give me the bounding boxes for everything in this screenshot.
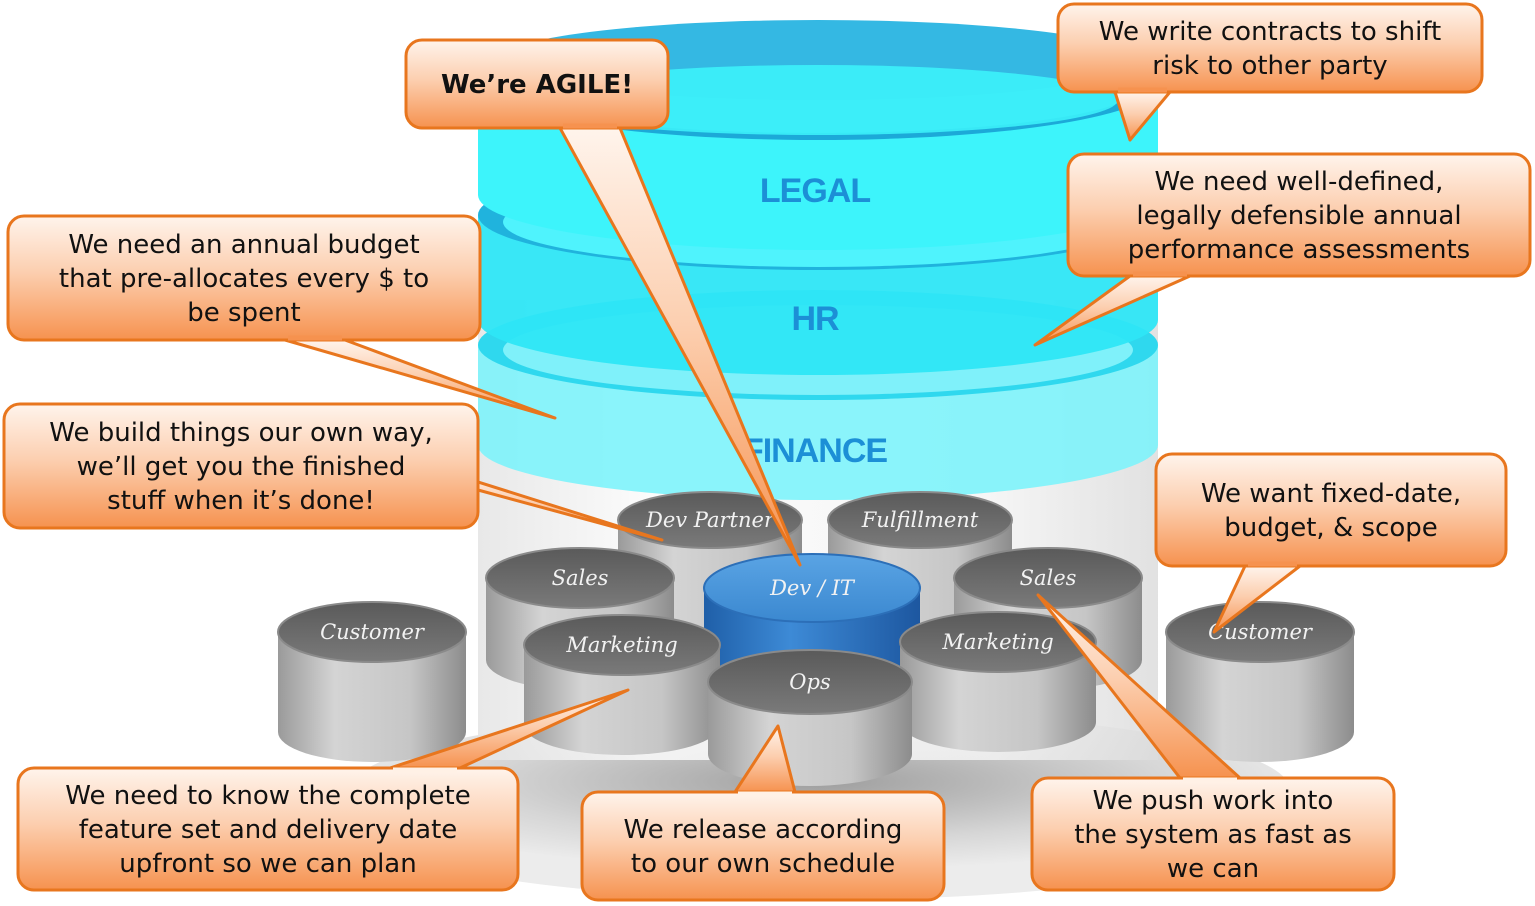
bubble-text-line: we can — [1167, 854, 1259, 884]
bubble-text-line: be spent — [187, 298, 300, 328]
cylinder-label: Dev / IT — [769, 576, 856, 600]
bubble-agile: We’re AGILE! — [404, 38, 802, 567]
bubble-text-line: feature set and delivery date — [79, 815, 458, 845]
bubble-ops: We release according to our own schedule — [580, 724, 946, 902]
cylinder-label: Sales — [1020, 566, 1077, 590]
bubble-text-line: We write contracts to shift — [1099, 17, 1441, 47]
bubble-box — [2, 402, 480, 530]
bubble-text-line: upfront so we can plan — [119, 849, 416, 879]
bubble-text-line: stuff when it’s done! — [107, 486, 375, 516]
bubble-box — [580, 790, 946, 902]
bubble-sales: We push work into the system as fast as we… — [1030, 593, 1396, 892]
cylinder-label: Fulfillment — [861, 508, 979, 532]
bubble-text-line: We need well-defined, — [1155, 167, 1444, 197]
cylinder-customer-left: Customer — [277, 601, 467, 762]
cylinder-ops: Ops — [707, 649, 913, 786]
cylinder-label: Marketing — [565, 633, 677, 657]
bubble-text-line: We release according — [624, 815, 903, 845]
legal-label: LEGAL — [760, 172, 870, 210]
bubble-text-line: the system as fast as — [1074, 820, 1352, 850]
cylinder-marketing-right: Marketing — [899, 611, 1097, 752]
finance-label: FINANCE — [743, 432, 887, 470]
bubble-text-line: We’re AGILE! — [441, 70, 633, 100]
bubble-text-line: performance assessments — [1128, 235, 1470, 265]
bubble-box — [6, 214, 482, 342]
bubble-text-line: legally defensible annual — [1136, 201, 1461, 231]
bubble-text-line: We push work into — [1093, 786, 1334, 816]
bubble-finance: We need an annual budget that pre-allocat… — [6, 214, 557, 420]
bubble-box — [1154, 452, 1508, 568]
bubble-text-line: We need an annual budget — [68, 230, 419, 260]
bubble-text-line: We build things our own way, — [49, 418, 432, 448]
cylinder-label: Sales — [552, 566, 609, 590]
bubble-text-line: budget, & scope — [1224, 513, 1438, 543]
bubble-text-line: to our own schedule — [631, 849, 895, 879]
bubble-text-line: we’ll get you the finished — [77, 452, 406, 482]
bubble-marketing: We need to know the complete feature set … — [16, 688, 630, 892]
bubble-dev-partner: We build things our own way, we’ll get yo… — [2, 402, 664, 542]
bubble-box — [1056, 2, 1484, 94]
bubble-legal: We write contracts to shift risk to other… — [1056, 2, 1484, 142]
bubble-text-line: risk to other party — [1152, 51, 1387, 81]
bubble-box — [1066, 152, 1532, 278]
bubble-text-line: that pre-allocates every $ to — [59, 264, 429, 294]
cylinder-marketing-left: Marketing — [523, 614, 721, 755]
cylinder-label: Dev Partner — [645, 508, 776, 532]
hr-label: HR — [791, 300, 839, 338]
bubble-box — [16, 766, 520, 892]
bubble-text-line: We want fixed-date, — [1201, 479, 1461, 509]
bubble-customer: We want fixed-date, budget, & scope — [1154, 452, 1508, 634]
bubble-box — [404, 38, 670, 130]
cylinder-label: Marketing — [941, 630, 1053, 654]
cylinder-label: Ops — [789, 670, 831, 694]
cylinder-customer-right: Customer — [1165, 601, 1355, 762]
cylinder-label: Customer — [320, 620, 426, 644]
bubble-text-line: We need to know the complete — [65, 781, 470, 811]
bubble-hr: We need well-defined, legally defensible … — [1033, 152, 1532, 347]
